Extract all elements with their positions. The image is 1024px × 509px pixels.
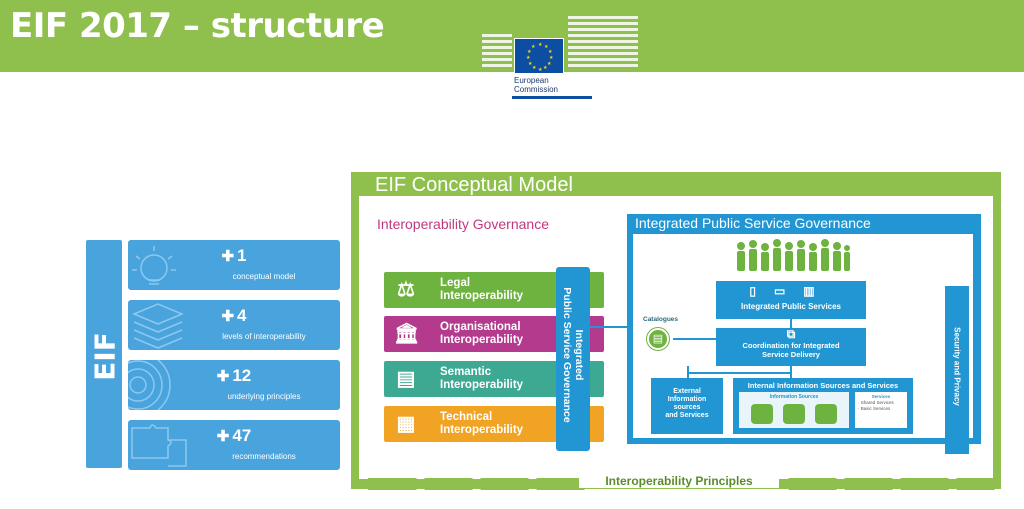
commission-building-icon	[482, 16, 638, 67]
layer-line2: Interoperability	[440, 424, 524, 436]
security-privacy-bar: Security and Privacy	[945, 286, 969, 454]
european-commission-logo: ★★★ ★★★ ★★★ ★★★ European Commission	[478, 12, 646, 100]
stat-recommendations: ✚47 recommendations	[128, 420, 340, 470]
ipsg-vertical-line1: Integrated	[573, 329, 585, 381]
logo-text: European Commission	[512, 74, 592, 99]
ipsg-title: Integrated Public Service Governance	[635, 215, 871, 231]
svg-text:★: ★	[538, 42, 543, 48]
external-information-sources-box: External Information sources and Service…	[651, 378, 723, 434]
logo-text-line1: European	[514, 76, 549, 85]
server-icon: ▦	[396, 413, 416, 435]
internal-title: Internal Information Sources and Service…	[747, 381, 899, 390]
database-icon	[751, 404, 773, 424]
model-title: EIF Conceptual Model	[375, 174, 573, 196]
layer-line1: Technical	[440, 411, 493, 423]
stat-label: levels of interoperability	[222, 332, 306, 341]
services-icons: ▯▭▥	[749, 284, 833, 298]
svg-text:★: ★	[528, 61, 533, 67]
citizens-group-icon	[737, 239, 850, 271]
principles-arrow-bar	[368, 478, 1000, 490]
layer-line2: Interoperability	[440, 290, 524, 302]
ipsg-vertical-line2: Public Service Governance	[561, 287, 573, 423]
puzzle-icon: ✚	[216, 368, 230, 385]
connector-line	[790, 366, 792, 378]
eu-flag-icon: ★★★ ★★★ ★★★ ★★★	[514, 38, 564, 74]
coordination-box: ⧉ Coordination for Integrated Service De…	[716, 328, 866, 366]
stat-number: ✚47	[216, 426, 252, 445]
interoperability-principles-label: Interoperability Principles	[579, 474, 779, 488]
database-icon	[815, 404, 837, 424]
external-line3: sources	[673, 404, 701, 411]
connector-line	[790, 319, 792, 328]
network-icon: ⧉	[786, 327, 796, 341]
services-item: · Basic Services	[858, 406, 891, 411]
catalogues-label: Catalogues	[643, 316, 679, 323]
stat-number: ✚4	[221, 306, 247, 325]
services-item: · Shared Services	[858, 400, 894, 405]
information-sources-panel: Information Sources	[739, 392, 849, 428]
stat-label: recommendations	[232, 452, 296, 461]
svg-text:★: ★	[531, 44, 536, 50]
stat-label: underlying principles	[227, 392, 301, 401]
page-title: EIF 2017 – structure	[10, 6, 385, 46]
svg-text:★: ★	[526, 55, 531, 61]
stat-levels: ✚4 levels of interoperability	[128, 300, 340, 350]
external-line4: and Services	[665, 412, 709, 419]
coordination-line2: Service Delivery	[762, 350, 820, 359]
svg-text:★: ★	[527, 49, 532, 55]
svg-text:★: ★	[547, 61, 552, 67]
ips-label: Integrated Public Services	[740, 302, 842, 311]
stat-conceptual-model: ✚1 conceptual model	[128, 240, 340, 290]
layer-line1: Organisational	[440, 321, 521, 333]
layer-line2: Interoperability	[440, 379, 524, 391]
connector-line	[590, 326, 627, 328]
integrated-public-services-box: ▯▭▥ Integrated Public Services	[716, 281, 866, 319]
logo-text-line2: Commission	[514, 85, 559, 94]
layer-line1: Semantic	[440, 366, 492, 378]
ipsg-inner: ▯▭▥ Integrated Public Services ⧉ Coordin…	[633, 234, 973, 454]
svg-text:★: ★	[548, 49, 553, 55]
connector-line	[673, 338, 716, 340]
internal-information-sources-box: Internal Information Sources and Service…	[733, 378, 913, 434]
layer-line1: Legal	[440, 277, 471, 289]
target-icon	[128, 360, 171, 410]
puzzle-icon: ✚	[216, 428, 230, 445]
connector-line	[687, 372, 791, 374]
svg-text:★: ★	[544, 44, 549, 50]
stat-number: ✚1	[221, 246, 247, 265]
services-title: Services	[871, 394, 891, 399]
lightbulb-icon	[132, 246, 176, 285]
scales-icon: ⚖	[397, 279, 415, 301]
information-sources-label: Information Sources	[769, 394, 819, 400]
eif-vertical-bar: EIF	[86, 240, 122, 468]
integrated-public-service-governance-panel: Integrated Public Service Governance	[627, 214, 981, 454]
conceptual-model-panel: EIF Conceptual Model Interoperability Go…	[351, 172, 1001, 490]
svg-text:★: ★	[538, 67, 543, 73]
security-privacy-label: Security and Privacy	[952, 327, 962, 406]
svg-text:★: ★	[549, 55, 554, 61]
layers-icon	[132, 303, 184, 349]
coordination-line1: Coordination for Integrated	[742, 341, 840, 350]
svg-text:★: ★	[532, 65, 537, 71]
stat-number: ✚12	[216, 366, 252, 385]
document-icon: ▤	[396, 368, 416, 390]
external-line1: External	[673, 388, 701, 395]
interoperability-governance-title: Interoperability Governance	[377, 216, 549, 232]
stat-label: conceptual model	[232, 272, 296, 281]
layer-line2: Interoperability	[440, 334, 524, 346]
svg-text:★: ★	[543, 65, 548, 71]
puzzle-icon: ✚	[221, 308, 235, 325]
puzzle-icon: ✚	[221, 248, 235, 265]
database-icon	[783, 404, 805, 424]
stat-principles: ✚12 underlying principles	[128, 360, 340, 410]
services-panel: Services · Shared Services · Basic Servi…	[855, 392, 907, 428]
eif-label: EIF	[88, 332, 122, 381]
catalogue-icon: ▤	[647, 328, 669, 350]
puzzle-pieces-icon	[131, 424, 187, 467]
external-line2: Information	[667, 396, 707, 403]
building-icon: 🏛	[394, 323, 420, 345]
